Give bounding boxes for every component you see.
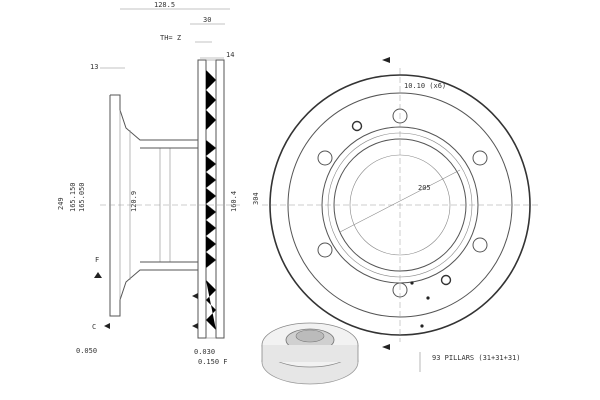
arrow-f-right [192,293,198,299]
small-hole [440,274,452,286]
dim-height-outer: 249 [57,197,65,210]
datum-c-triangle [104,323,110,329]
dim-thickness: TH= Z [160,34,181,42]
dim-pcd: 205 [418,184,431,192]
arrow-c-right [192,323,198,329]
bolt-hole [472,150,488,166]
bolt-hole [472,237,488,253]
tol-runout-right: 0.030 [194,348,215,356]
dim-bolt-pattern: 10.10 (x6) [404,82,446,90]
datum-c-label: C [92,323,96,331]
dim-tol-upper: 165.150 [69,182,77,212]
dim-inner-dia: 160.4 [230,191,238,212]
dim-outer-dia: 304 [252,192,260,205]
dim-vent-gap: 14 [226,51,234,59]
dim-overall-width: 128.5 [154,1,175,9]
dim-hub-step: 13 [90,63,98,71]
pillars-note: 93 PILLARS (31+31+31) [432,354,521,362]
tol-parallelism: 0.150 F [198,358,228,366]
front-view [262,57,538,350]
tol-flatness-left: 0.050 [76,347,97,355]
small-hole [351,120,363,132]
side-section-view [100,59,240,339]
bolt-hole [317,242,333,258]
datum-f-label: F [95,256,99,264]
dim-flange-width: 30 [203,16,211,24]
dim-tol-lower: 165.050 [78,182,86,212]
bolt-hole [317,150,333,166]
datum-f-triangle [94,272,102,278]
disc-3d-render [261,322,359,385]
dim-hub-bore: 120.9 [130,191,138,212]
